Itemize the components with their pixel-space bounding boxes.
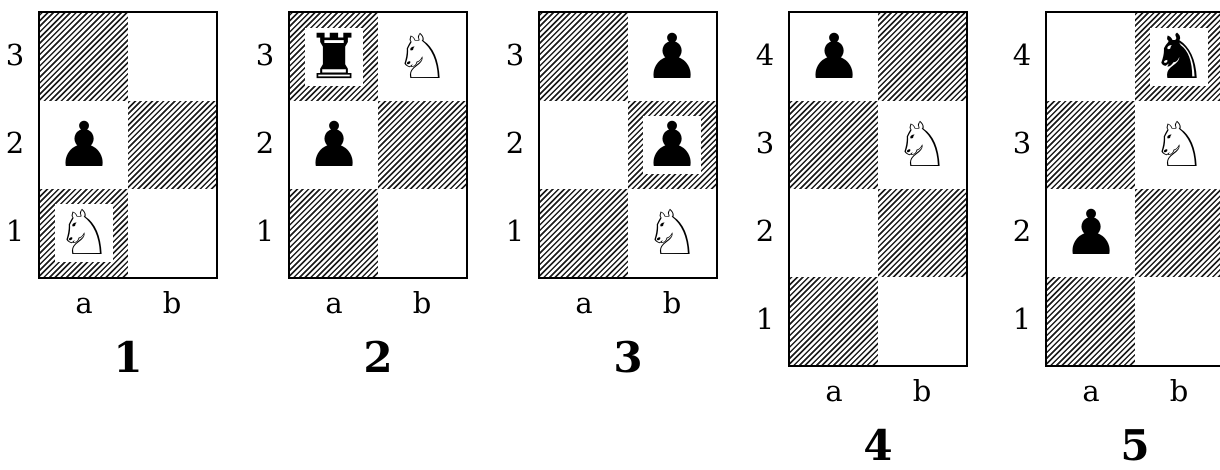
chess-board: ♞ ♘ ♟ (1045, 11, 1220, 367)
square-b4 (878, 13, 966, 101)
square-a1 (790, 277, 878, 365)
square-b3: ♘ (378, 13, 466, 101)
square-b2 (378, 101, 466, 189)
rank-label: 2 (1012, 214, 1032, 248)
diagram-number: 1 (113, 333, 143, 382)
chess-board: ♟♘ (788, 11, 968, 367)
file-label: a (825, 374, 843, 408)
square-a4 (1047, 13, 1135, 101)
square-a1 (540, 189, 628, 277)
black-pawn-icon: ♟ (305, 107, 363, 181)
rank-label: 2 (5, 126, 25, 160)
rank-label: 1 (5, 214, 25, 248)
black-pawn-icon: ♟ (1062, 195, 1120, 269)
file-label: b (1169, 374, 1189, 408)
square-b3: ♘ (878, 101, 966, 189)
rank-label: 2 (255, 126, 275, 160)
square-b1 (378, 189, 466, 277)
rank-label: 1 (505, 214, 525, 248)
black-pawn-icon: ♟ (805, 19, 863, 93)
rank-label: 2 (505, 126, 525, 160)
chess-board: ♟♘ (38, 11, 218, 279)
square-b2 (1135, 189, 1220, 277)
square-b4: ♞ (1135, 13, 1220, 101)
rank-label: 1 (755, 302, 775, 336)
file-label: a (1082, 374, 1100, 408)
rank-label: 3 (755, 126, 775, 160)
rank-label: 3 (5, 38, 25, 72)
rank-label: 1 (255, 214, 275, 248)
rank-label: 2 (755, 214, 775, 248)
square-b1 (878, 277, 966, 365)
square-a3 (1047, 101, 1135, 189)
file-label: a (575, 286, 593, 320)
white-knight-icon: ♘ (893, 107, 951, 181)
square-a2: ♟ (40, 101, 128, 189)
rank-label: 3 (255, 38, 275, 72)
square-a1 (1047, 277, 1135, 365)
square-a3 (790, 101, 878, 189)
square-a1: ♘ (40, 189, 128, 277)
file-label: a (75, 286, 93, 320)
black-pawn-icon: ♟ (643, 19, 701, 93)
chess-board: ♜ ♘ ♟ (288, 11, 468, 279)
square-a1 (290, 189, 378, 277)
diagram-number: 3 (613, 333, 643, 382)
chess-board: ♟ ♟ ♘ (538, 11, 718, 279)
file-label: a (325, 286, 343, 320)
square-b2 (128, 101, 216, 189)
square-a3 (40, 13, 128, 101)
square-b3: ♘ (1135, 101, 1220, 189)
file-label: b (412, 286, 432, 320)
square-b3: ♟ (628, 13, 716, 101)
square-b2: ♟ (628, 101, 716, 189)
square-b1 (128, 189, 216, 277)
file-label: b (662, 286, 682, 320)
square-a3: ♜ (290, 13, 378, 101)
white-knight-icon: ♘ (643, 195, 701, 269)
white-knight-icon: ♘ (393, 19, 451, 93)
file-label: b (912, 374, 932, 408)
rank-label: 3 (505, 38, 525, 72)
rank-label: 4 (1012, 38, 1032, 72)
black-pawn-icon: ♟ (643, 107, 701, 181)
square-a2 (540, 101, 628, 189)
black-knight-icon: ♞ (1150, 19, 1208, 93)
square-a2: ♟ (1047, 189, 1135, 277)
diagram-number: 4 (863, 421, 893, 470)
rank-label: 3 (1012, 126, 1032, 160)
black-rook-icon: ♜ (305, 19, 363, 93)
square-a3 (540, 13, 628, 101)
rank-label: 1 (1012, 302, 1032, 336)
square-b1 (1135, 277, 1220, 365)
diagram-number: 5 (1120, 421, 1150, 470)
square-a2 (790, 189, 878, 277)
black-pawn-icon: ♟ (55, 107, 113, 181)
square-b2 (878, 189, 966, 277)
square-a2: ♟ (290, 101, 378, 189)
rank-label: 4 (755, 38, 775, 72)
diagram-number: 2 (363, 333, 393, 382)
square-b1: ♘ (628, 189, 716, 277)
square-a4: ♟ (790, 13, 878, 101)
file-label: b (162, 286, 182, 320)
square-b3 (128, 13, 216, 101)
white-knight-icon: ♘ (1150, 107, 1208, 181)
white-knight-icon: ♘ (55, 195, 113, 269)
